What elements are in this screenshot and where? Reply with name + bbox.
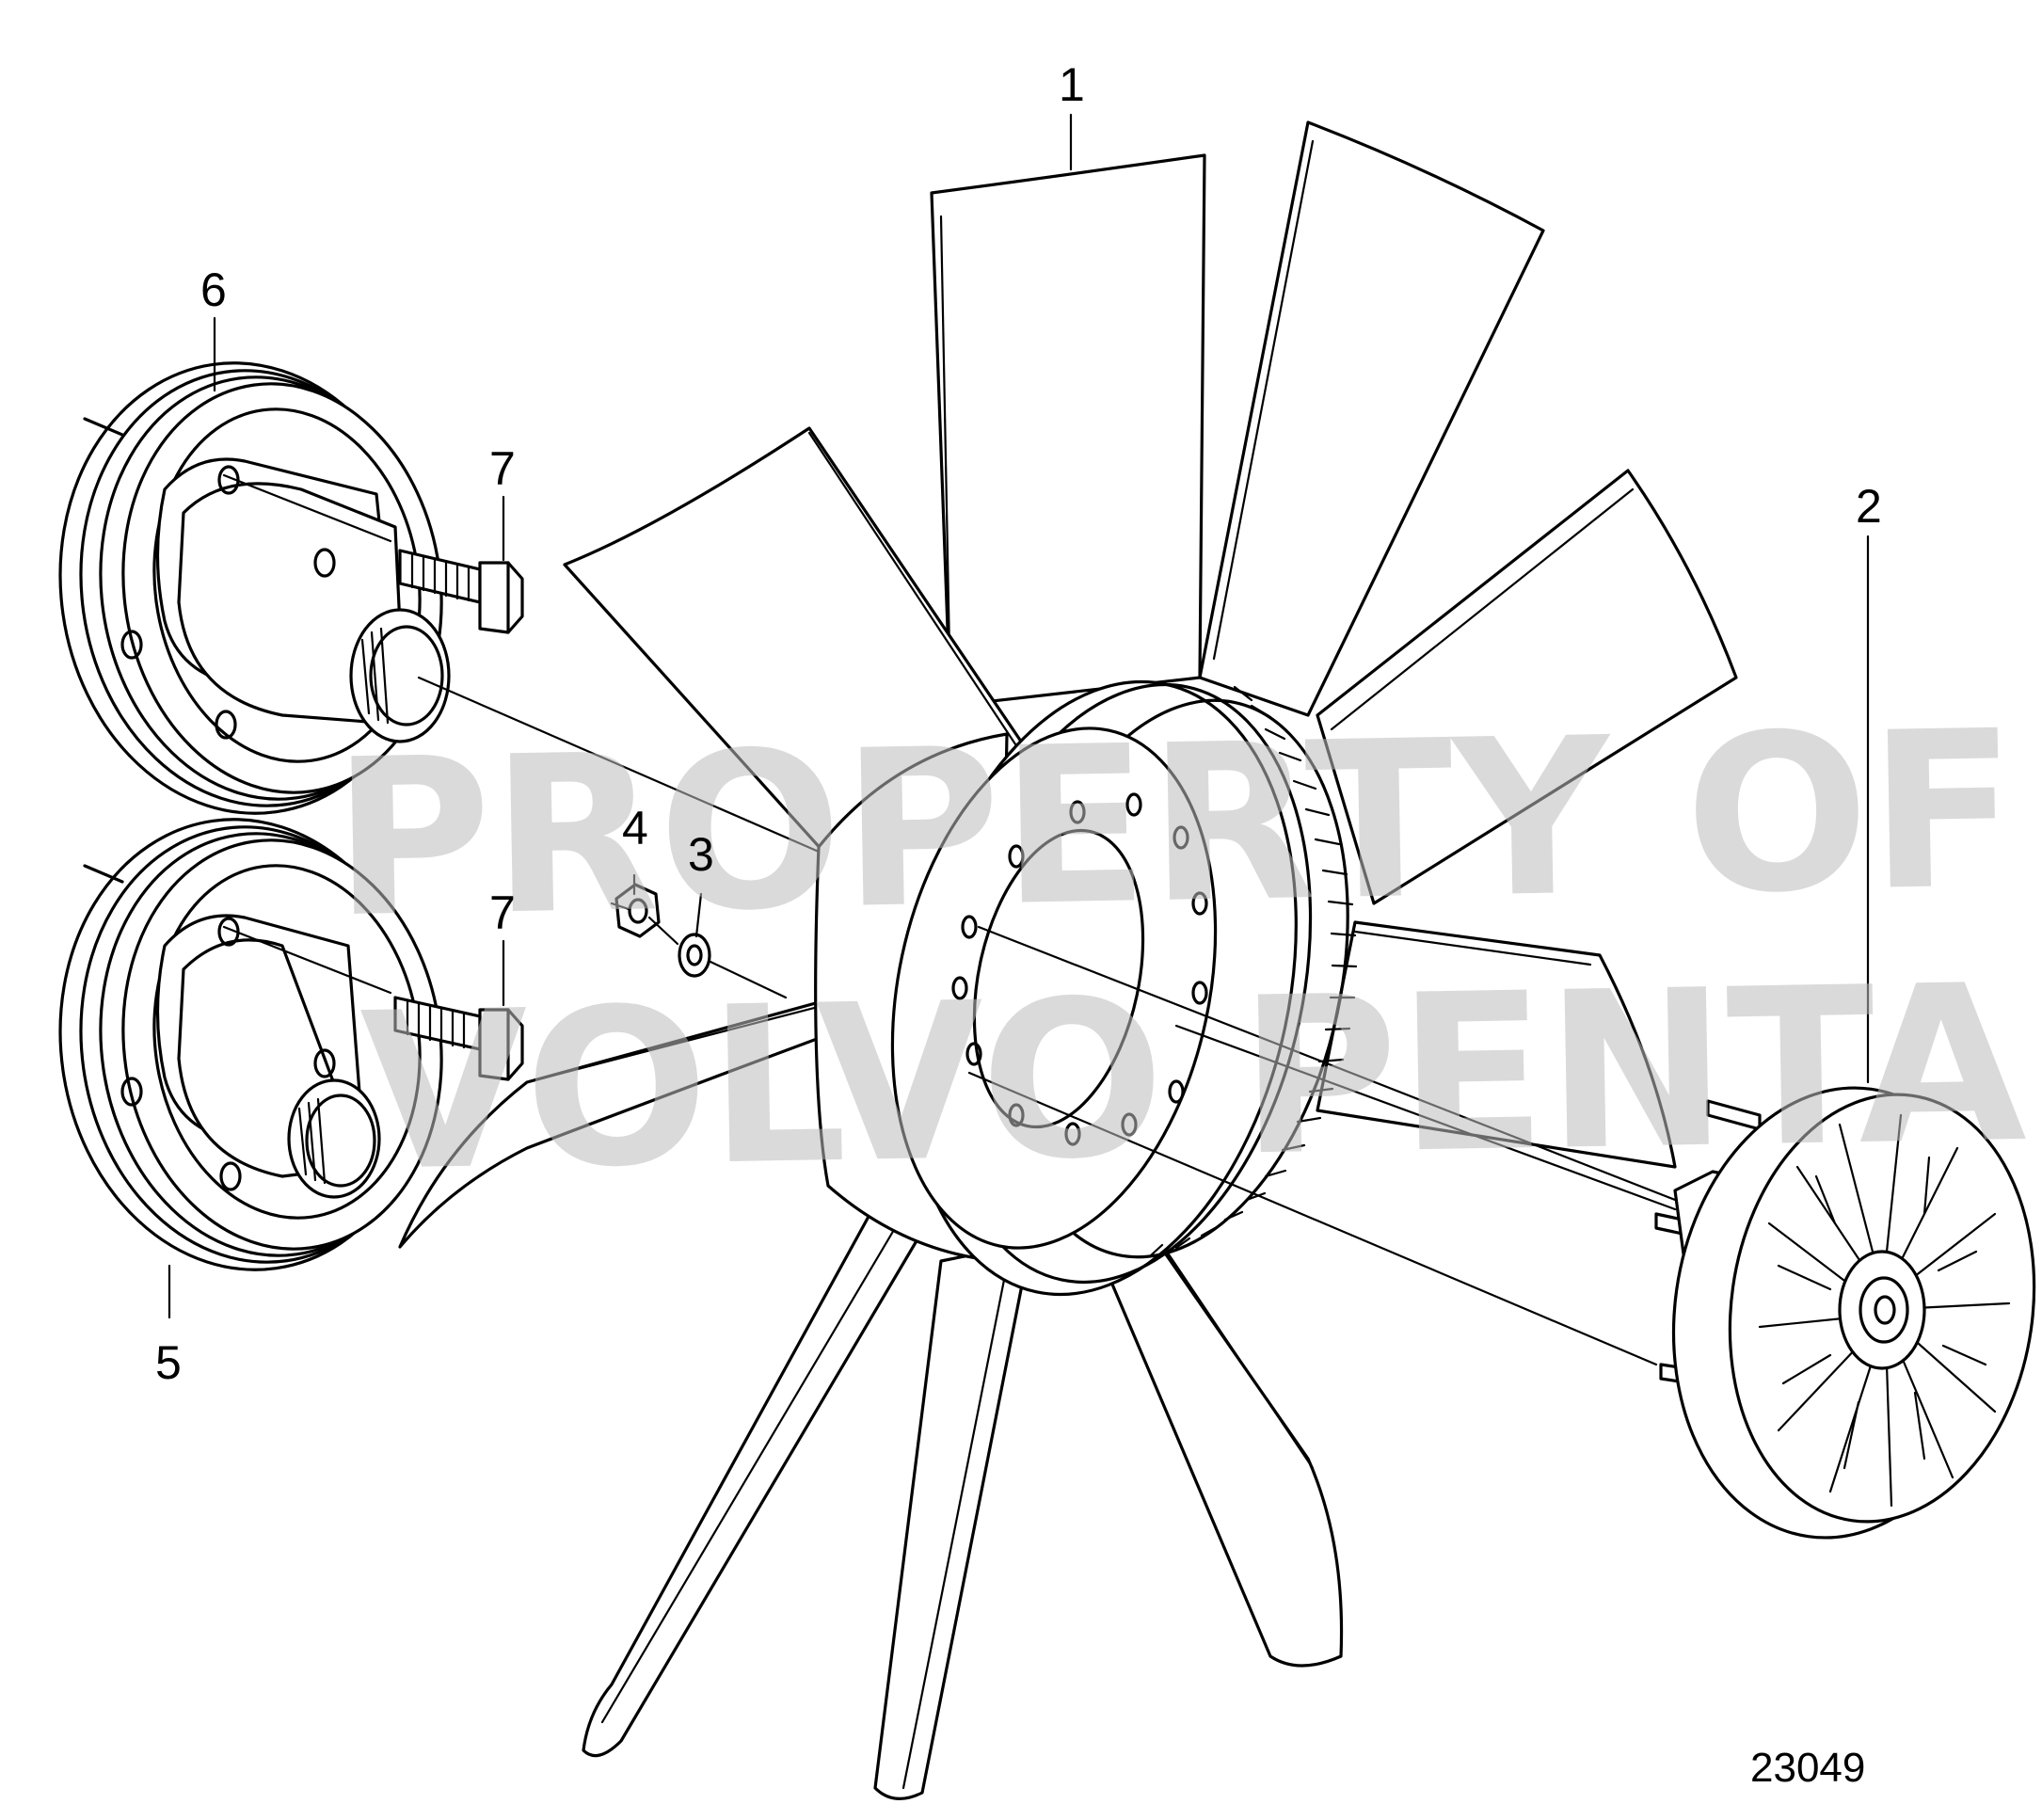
watermark-line-1: PROPERTY OF <box>331 685 2019 966</box>
bolt-7-upper <box>398 549 524 634</box>
watermark: PROPERTY OF VOLVO PENTA <box>331 685 2028 1220</box>
fan-blade-right <box>1316 469 1738 905</box>
fan-blades <box>398 120 1738 1800</box>
pulley-5-shaft-end <box>287 1078 381 1199</box>
pulley-6 <box>58 361 451 815</box>
callout-2: 2 <box>1856 480 1882 533</box>
pulley-6-shaft-end <box>349 608 451 743</box>
callout-3: 3 <box>688 828 714 881</box>
callout-7-upper: 7 <box>489 442 516 495</box>
callout-6: 6 <box>200 263 227 316</box>
watermark-line-2: VOLVO PENTA <box>359 939 2028 1220</box>
fan-blade-upper-left <box>563 426 1037 854</box>
fan-blade-bottom-left <box>582 1203 929 1758</box>
callout-leaders <box>168 113 1870 1319</box>
pulley-5 <box>58 818 443 1271</box>
callout-7-lower: 7 <box>489 886 516 939</box>
fan-blade-left <box>398 972 943 1249</box>
coupling-radial-ribs <box>1758 1113 2011 1508</box>
washer-3 <box>678 933 711 978</box>
bolt-7-lower <box>393 996 524 1081</box>
callout-5: 5 <box>155 1336 182 1389</box>
nut-4 <box>614 883 661 938</box>
viscous-coupling-2 <box>1654 1086 2036 1540</box>
fan-blade-bottom-right <box>1109 1240 1344 1668</box>
callout-4: 4 <box>622 802 648 854</box>
hub-bolt-holes <box>951 792 1208 1146</box>
callout-1: 1 <box>1059 58 1085 111</box>
hub-cooling-fins <box>1149 685 1358 1257</box>
figure-number: 23049 <box>1750 1745 1865 1791</box>
fan-hub <box>814 679 1358 1297</box>
assembly-guide-lines <box>222 473 1677 1366</box>
hub-center-bore <box>972 828 1145 1129</box>
fan-blade-top <box>930 153 1206 708</box>
fan-blade-bottom <box>873 1250 1028 1800</box>
fan-blade-lower-right <box>1316 920 1677 1169</box>
fan-blade-upper-right <box>1198 120 1545 717</box>
